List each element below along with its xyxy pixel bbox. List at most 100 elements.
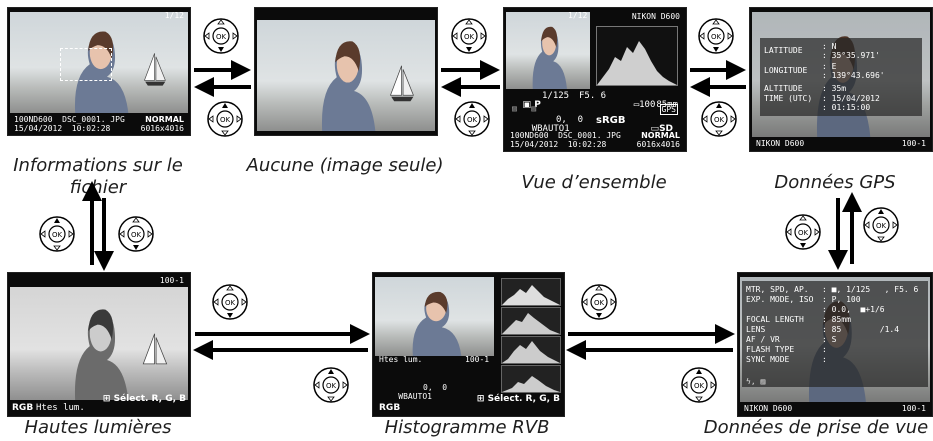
caption-none: Aucune (image seule)	[246, 155, 444, 176]
wb-value: AUTO1	[407, 392, 432, 401]
latitude-label: LATITUDE	[764, 46, 803, 55]
arrow-pair-none-overview	[441, 60, 500, 97]
svg-text:OK: OK	[876, 222, 887, 230]
panel-gps: LATITUDE : N : 35°35.971' LONGITUDE : E …	[749, 7, 933, 152]
caption-rgb-histogram: Histogramme RVB	[384, 417, 550, 438]
svg-text:OK: OK	[464, 33, 475, 41]
image-size: 6016x4016	[140, 124, 184, 133]
svg-text:OK: OK	[131, 231, 142, 239]
exposure-mode: P	[534, 100, 541, 110]
color-space: sRGB	[596, 115, 626, 126]
multiselector-up-icon: OK	[701, 101, 737, 137]
arrow-pair-highlights-rgb	[193, 324, 370, 360]
wb-fine: 0, 0	[556, 115, 584, 125]
focal-length: 85	[656, 100, 668, 110]
frame-number: 100-1	[159, 276, 184, 285]
quality: NORMAL	[641, 131, 680, 140]
picture-control-icon: ▭	[650, 124, 660, 134]
select-channel: Sélect. R, G, B	[113, 394, 186, 404]
svg-text:OK: OK	[52, 231, 63, 239]
portrait-figure	[74, 31, 129, 113]
latitude-value: : N : 35°35.971'	[822, 42, 880, 60]
multiselector-up-icon: OK	[39, 216, 75, 252]
select-row: ⊞ Sélect. R, G, B	[464, 386, 560, 413]
histogram-luminance-curve	[502, 285, 560, 305]
mode-row: ▣ P	[510, 92, 541, 119]
multiselector-up-icon: OK	[681, 367, 717, 403]
focal-row: 85mm	[635, 92, 678, 119]
shooting-data-labels: MTR, SPD, AP. EXP. MODE, ISO FOCAL LENGT…	[746, 285, 814, 364]
wb-row: WBAUTO1	[510, 116, 570, 143]
date-time: 15/04/2012 10:02:28	[14, 124, 111, 133]
wb-fine: 0, 0	[423, 383, 448, 392]
multiselector-down-icon: OK	[212, 284, 248, 320]
shooting-data-values: : ■, 1/125 , F5. 6 : P, 100 : 0.0, ■+1/6…	[822, 285, 919, 364]
multiselector-down-icon: OK	[451, 18, 487, 54]
histogram-luminance	[501, 278, 561, 306]
histogram-green	[501, 336, 561, 364]
wb-row: WBAUTO1	[379, 383, 432, 410]
frame-number: 100-1	[901, 404, 926, 413]
portrait-figure	[74, 308, 129, 400]
longitude-label: LONGITUDE	[764, 66, 808, 75]
photo	[10, 12, 188, 113]
zoom-button-icon: ⊞	[102, 394, 114, 404]
panel-file-info: 1/12 100ND600 DSC_0001. JPG 15/04/2012 1…	[7, 7, 191, 136]
folder-file: 100ND600 DSC_0001. JPG	[510, 131, 621, 140]
sailboat	[389, 65, 414, 102]
picture-control: SD	[659, 124, 674, 134]
wb-icon: WB	[531, 124, 543, 134]
panel-shooting-data: MTR, SPD, AP. EXP. MODE, ISO FOCAL LENGT…	[737, 272, 933, 417]
caption-overview: Vue d’ensemble	[521, 172, 667, 193]
multiselector-up-icon: OK	[207, 101, 243, 137]
frame-counter: 1/12	[568, 11, 588, 20]
altitude-label: ALTITUDE	[764, 84, 803, 93]
image-size: 6016x4016	[636, 140, 680, 149]
frame-number: 100-1	[465, 355, 490, 364]
portrait-figure	[412, 292, 462, 356]
wb-value: AUTO1	[542, 124, 570, 134]
longitude-value: : E : 139°43.696'	[822, 62, 885, 80]
iso-icon: ▭	[633, 100, 640, 110]
panel-none	[254, 7, 438, 136]
time-value: : 15/04/2012 : 01:15:00	[822, 94, 880, 112]
sailboat	[143, 53, 166, 87]
multiselector-down-icon: OK	[581, 284, 617, 320]
select-row: ⊞ Sélect. R, G, B	[90, 386, 186, 413]
histogram-curve	[597, 41, 677, 85]
highlights-label: Htes lum.	[36, 403, 85, 413]
multiselector-down-icon: OK	[118, 216, 154, 252]
aperture: F5. 6	[579, 91, 607, 101]
picture-control-row: ▭SD	[638, 116, 673, 143]
svg-text:OK: OK	[216, 33, 227, 41]
metering-icon: ▣	[522, 100, 535, 110]
panel-highlights: 100-1 RGB Htes lum. ⊞ Sélect. R, G, B	[7, 272, 191, 417]
zoom-button-icon: ⊞	[476, 394, 488, 404]
svg-text:OK: OK	[694, 382, 705, 390]
flash-icon: ▨ ▨	[512, 104, 537, 113]
portrait-figure	[532, 26, 567, 89]
frame-number: 100-1	[901, 139, 926, 148]
svg-text:OK: OK	[220, 116, 231, 124]
caption-shooting-data: Données de prise de vue	[703, 417, 929, 438]
arrow-pair-gps-shooting	[828, 192, 862, 270]
panel-overview: 1/12 NIKON D600 ▣ P 1/125 F5. 6 ▭100 85m…	[503, 7, 687, 152]
multiselector-up-icon: OK	[313, 367, 349, 403]
photo	[375, 277, 494, 356]
multiselector-down-icon: OK	[698, 18, 734, 54]
histogram-blue	[501, 365, 561, 393]
histogram-red	[501, 307, 561, 335]
flash-icon: ϟ, ▨	[746, 377, 766, 386]
iso-row: ▭100	[612, 92, 656, 119]
multiselector-down-icon: OK	[785, 214, 821, 250]
folder-file: 100ND600 DSC_0001. JPG	[14, 115, 125, 124]
select-channel: Sélect. R, G, B	[487, 394, 560, 404]
photo	[257, 20, 435, 131]
photo	[10, 287, 188, 400]
svg-text:OK: OK	[467, 116, 478, 124]
rgb-label: RGB	[12, 403, 34, 413]
multiselector-up-icon: OK	[454, 101, 490, 137]
svg-text:OK: OK	[714, 116, 725, 124]
shooting-data-overlay	[742, 281, 928, 387]
multiselector-up-icon: OK	[863, 207, 899, 243]
